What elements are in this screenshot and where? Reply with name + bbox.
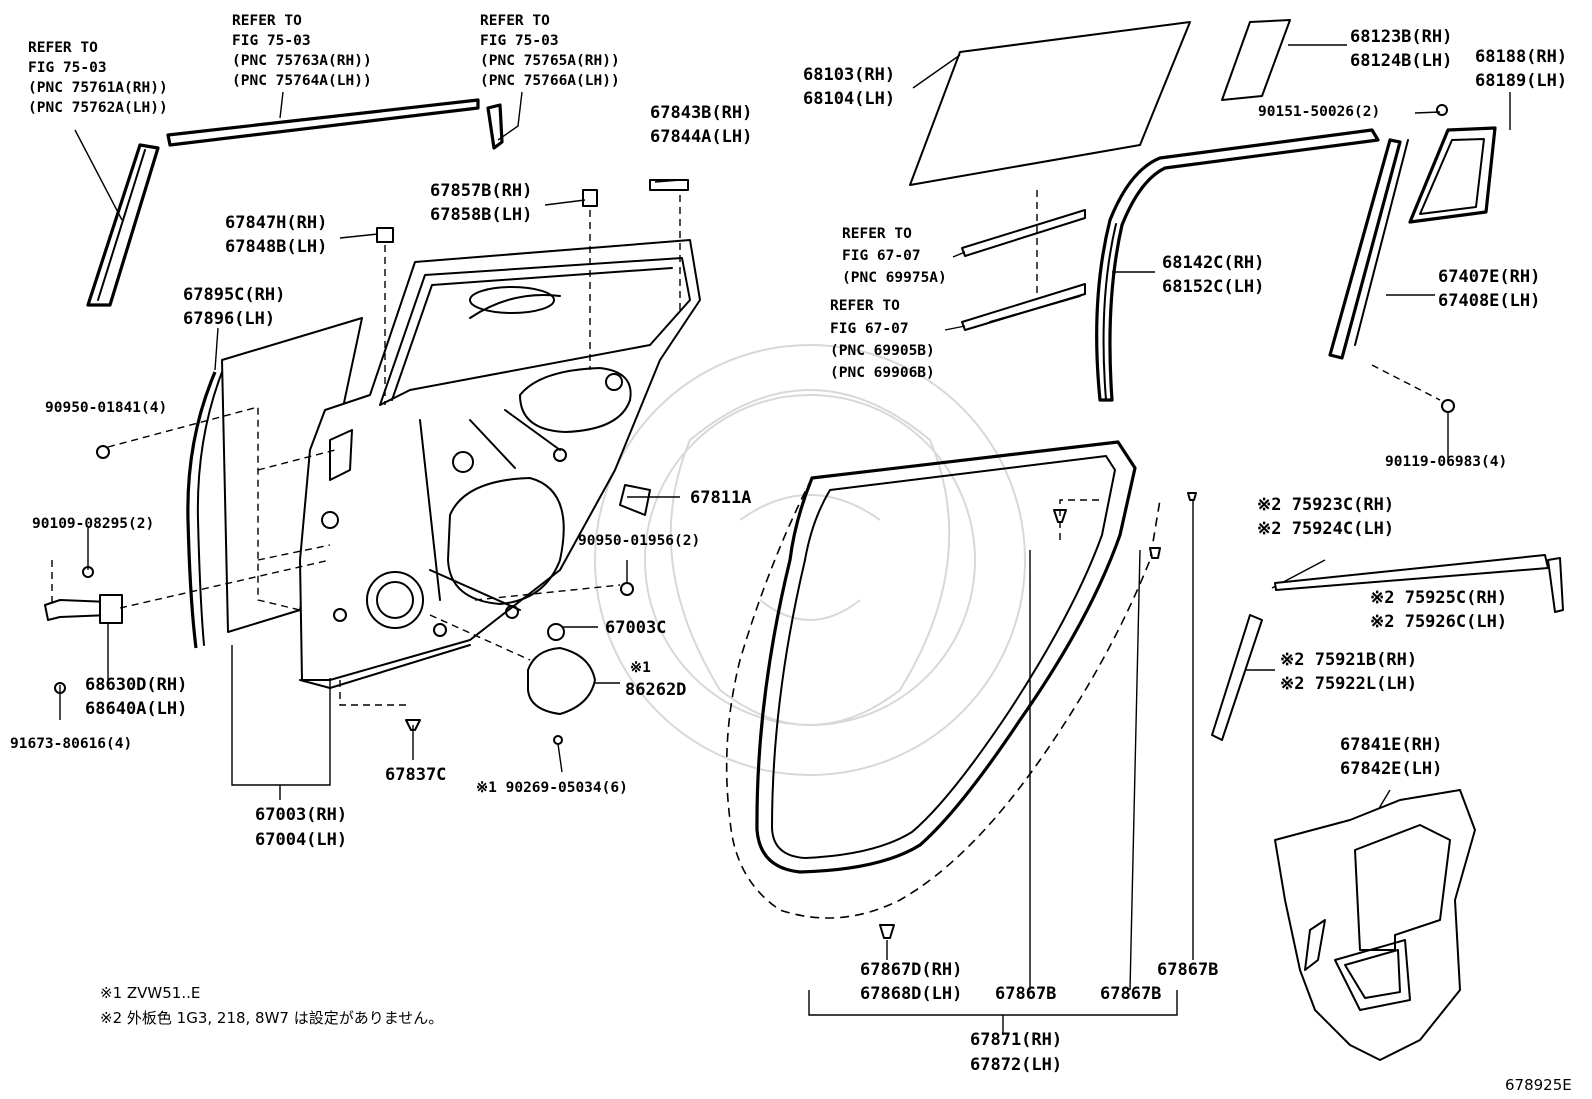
part-68189[interactable]: 68189(LH): [1475, 71, 1567, 91]
reference-fig-b: REFER TO FIG 75-03 (PNC 75763A(RH)) (PNC…: [232, 13, 372, 89]
part-68142c[interactable]: 68142C(RH): [1162, 253, 1264, 273]
part-67811a[interactable]: 67811A: [690, 488, 751, 508]
ref-b-line-1: REFER TO: [232, 13, 302, 29]
ref-b-line-4: (PNC 75764A(LH)): [232, 73, 372, 89]
ref-c-line-1: REFER TO: [480, 13, 550, 29]
part-68103[interactable]: 68103(RH): [803, 65, 895, 85]
part-75922l[interactable]: ※2 75922L(LH): [1280, 674, 1417, 694]
part-67842e[interactable]: 67842E(LH): [1340, 759, 1442, 779]
part-67847h[interactable]: 67847H(RH): [225, 213, 327, 233]
part-67896[interactable]: 67896(LH): [183, 309, 275, 329]
ref-b-line-2: FIG 75-03: [232, 33, 311, 49]
ref-e-line-1: REFER TO: [830, 298, 900, 314]
part-75921b[interactable]: ※2 75921B(RH): [1280, 650, 1417, 670]
ref-d-line-2: FIG 67-07: [842, 248, 921, 264]
part-75925c[interactable]: ※2 75925C(RH): [1370, 588, 1507, 608]
part-68124b[interactable]: 68124B(LH): [1350, 51, 1452, 71]
center-dashed-guides: [1036, 190, 1441, 540]
part-90269-05034[interactable]: ※1 90269-05034(6): [476, 780, 628, 796]
ref-a-line-3: (PNC 75761A(RH)): [28, 80, 168, 96]
door-glass-and-run: [725, 19, 1497, 939]
part-67848b[interactable]: 67848B(LH): [225, 237, 327, 257]
part-67867b-c[interactable]: 67867B: [1157, 960, 1218, 980]
center-leaders: [808, 44, 1511, 1035]
part-67868d[interactable]: 67868D(LH): [860, 984, 962, 1004]
ref-c-line-2: FIG 75-03: [480, 33, 559, 49]
part-67003[interactable]: 67003(RH): [255, 805, 347, 825]
part-90109-08295[interactable]: 90109-08295(2): [32, 516, 154, 532]
part-90950-01841[interactable]: 90950-01841(4): [45, 400, 167, 416]
part-67895c[interactable]: 67895C(RH): [183, 285, 285, 305]
ref-a-line-4: (PNC 75762A(LH)): [28, 100, 168, 116]
part-67408e[interactable]: 67408E(LH): [1438, 291, 1540, 311]
ref-d-line-1: REFER TO: [842, 226, 912, 242]
part-67867b-a[interactable]: 67867B: [995, 984, 1056, 1004]
ref-b-line-3: (PNC 75763A(RH)): [232, 53, 372, 69]
part-68152c[interactable]: 68152C(LH): [1162, 277, 1264, 297]
part-68630d[interactable]: 68630D(RH): [85, 675, 187, 695]
ref-e-line-4: (PNC 69906B): [830, 365, 935, 381]
part-67003c[interactable]: 67003C: [605, 618, 666, 638]
part-75926c[interactable]: ※2 75926C(LH): [1370, 612, 1507, 632]
part-90119-06983[interactable]: 90119-06983(4): [1385, 454, 1507, 470]
rear-door-panel: [86, 98, 701, 689]
ref-d-line-3: (PNC 69975A): [842, 270, 947, 286]
left-dashed-guides: [51, 195, 681, 706]
part-91673-80616[interactable]: 91673-80616(4): [10, 736, 132, 752]
ref-e-line-3: (PNC 69905B): [830, 343, 935, 359]
part-67867d[interactable]: 67867D(RH): [860, 960, 962, 980]
reference-fig-e: REFER TO FIG 67-07 (PNC 69905B) (PNC 699…: [830, 298, 935, 381]
service-hole-cover: [1274, 789, 1476, 1061]
part-67004[interactable]: 67004(LH): [255, 830, 347, 850]
part-67837c[interactable]: 67837C: [385, 765, 446, 785]
part-67858b[interactable]: 67858B(LH): [430, 205, 532, 225]
part-67407e[interactable]: 67407E(RH): [1438, 267, 1540, 287]
part-68188[interactable]: 68188(RH): [1475, 47, 1567, 67]
part-67867b-b[interactable]: 67867B: [1100, 984, 1161, 1004]
part-68640a[interactable]: 68640A(LH): [85, 699, 187, 719]
part-86262d[interactable]: 86262D: [625, 680, 686, 700]
left-leaders: [59, 91, 681, 800]
part-75924c[interactable]: ※2 75924C(LH): [1257, 519, 1394, 539]
reference-fig-d: REFER TO FIG 67-07 (PNC 69975A): [842, 226, 947, 286]
watermark-emblem: [594, 344, 1026, 776]
part-86262d-mark: ※1: [630, 660, 651, 676]
ref-e-line-2: FIG 67-07: [830, 321, 909, 337]
part-75923c[interactable]: ※2 75923C(RH): [1257, 495, 1394, 515]
ref-a-line-2: FIG 75-03: [28, 60, 107, 76]
figure-code: 678925E: [1505, 1076, 1572, 1094]
ref-c-line-4: (PNC 75766A(LH)): [480, 73, 620, 89]
part-67872[interactable]: 67872(LH): [970, 1055, 1062, 1075]
part-90950-01956[interactable]: 90950-01956(2): [578, 533, 700, 549]
part-67871[interactable]: 67871(RH): [970, 1030, 1062, 1050]
note-1: ※1 ZVW51..E: [100, 984, 200, 1002]
reference-fig-c: REFER TO FIG 75-03 (PNC 75765A(RH)) (PNC…: [480, 13, 620, 89]
part-68123b[interactable]: 68123B(RH): [1350, 27, 1452, 47]
moulding-parts: [1211, 554, 1564, 741]
part-90151-50026[interactable]: 90151-50026(2): [1258, 104, 1380, 120]
part-67844a[interactable]: 67844A(LH): [650, 127, 752, 147]
reference-fig-a: REFER TO FIG 75-03 (PNC 75761A(RH)) (PNC…: [28, 40, 168, 116]
part-67843b[interactable]: 67843B(RH): [650, 103, 752, 123]
part-67857b[interactable]: 67857B(RH): [430, 181, 532, 201]
ref-a-line-1: REFER TO: [28, 40, 98, 56]
part-67841e[interactable]: 67841E(RH): [1340, 735, 1442, 755]
part-68104[interactable]: 68104(LH): [803, 89, 895, 109]
left-small-parts: [44, 179, 689, 745]
note-2: ※2 外板色 1G3, 218, 8W7 は設定がありません。: [100, 1009, 443, 1027]
ref-c-line-3: (PNC 75765A(RH)): [480, 53, 620, 69]
